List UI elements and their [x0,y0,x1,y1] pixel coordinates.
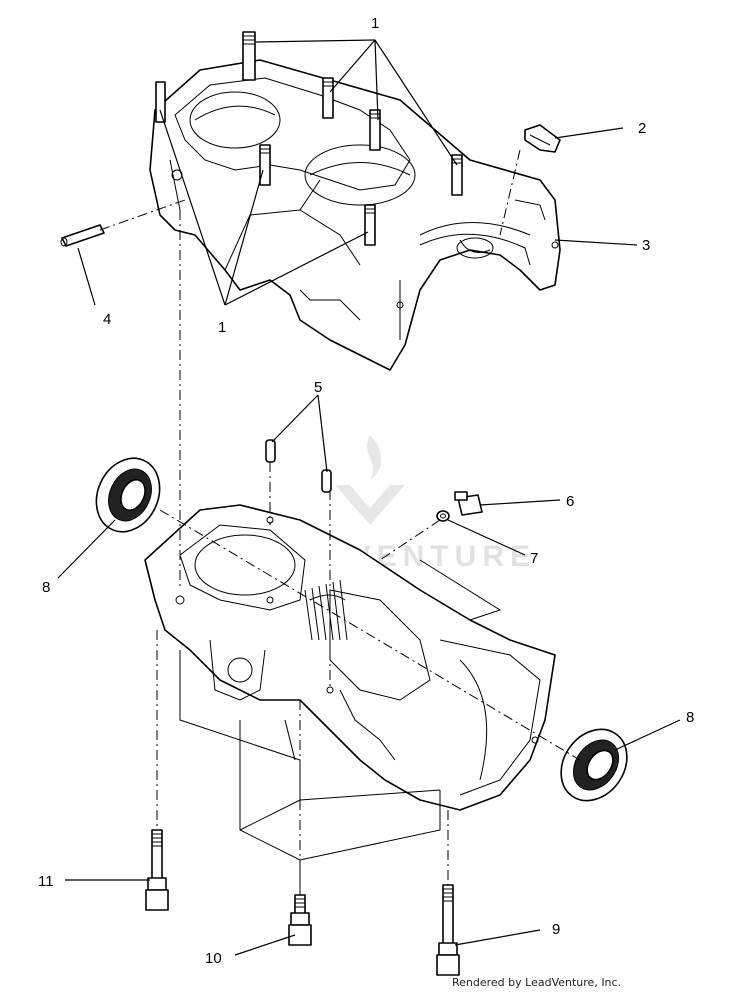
oil-seal-left [95,457,161,533]
leadventure-logo-icon [335,435,405,525]
dowel-sleeves [265,439,332,493]
leader-lines [57,39,681,956]
assembly-lines [99,149,581,895]
callout-4: 4 [103,311,111,328]
callout-1-top: 1 [371,15,379,32]
oil-seal-right [560,728,628,802]
bolt-11 [145,829,169,911]
bolt-10 [288,894,312,946]
callout-11: 11 [38,873,54,890]
upper-crankcase [149,59,561,371]
cylinder-studs [155,31,463,246]
callout-5: 5 [314,379,322,396]
callout-1-bottom: 1 [218,319,226,336]
callout-8-right: 8 [686,709,694,726]
callout-10: 10 [205,950,222,967]
callout-9: 9 [552,921,560,938]
bolt-9 [436,884,460,976]
callout-3: 3 [642,237,650,254]
lower-crankcase [144,504,556,811]
drain-plug [436,491,483,522]
callout-8-left: 8 [42,579,50,596]
render-credit: Rendered by LeadVenture, Inc. [452,976,622,989]
callout-7: 7 [530,550,538,567]
callout-numbers: 1 1 2 3 4 5 6 7 8 8 9 10 11 [38,15,694,967]
dowel-pin [60,224,105,247]
callout-6: 6 [566,493,574,510]
callout-2: 2 [638,120,646,137]
bearing-clip [524,124,561,153]
